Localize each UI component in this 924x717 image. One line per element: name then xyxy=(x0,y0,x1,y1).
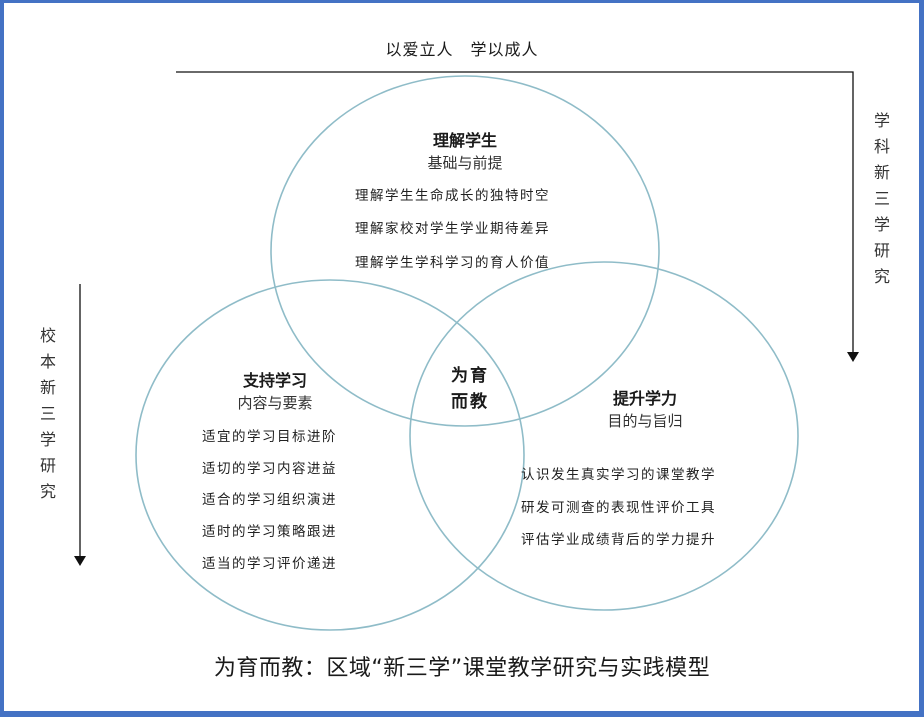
label-char: 三 xyxy=(873,189,890,208)
understand-students-subtitle: 基础与前提 xyxy=(427,154,503,172)
label-char: 研 xyxy=(39,456,56,475)
core-concept: 为育 而教 xyxy=(430,363,510,415)
label-char: 三 xyxy=(39,404,56,423)
support-learning-item: 适切的学习内容进益 xyxy=(202,461,337,477)
school-research-label: 校 本 新 三 学 研 究 xyxy=(38,323,58,505)
label-char: 究 xyxy=(39,482,56,501)
improve-ability-item: 评估学业成绩背后的学力提升 xyxy=(521,532,716,548)
label-char: 科 xyxy=(873,137,890,156)
understand-students-item: 理解学生学科学习的育人价值 xyxy=(355,255,550,271)
support-learning-item: 适宜的学习目标进阶 xyxy=(202,429,337,445)
support-learning-subtitle: 内容与要素 xyxy=(237,394,313,412)
subject-research-label: 学 科 新 三 学 研 究 xyxy=(872,108,892,290)
label-char: 学 xyxy=(873,215,890,234)
diagram-caption: 为育而教：区域“新三学”课堂教学研究与实践模型 xyxy=(213,656,711,681)
understand-students-item: 理解学生生命成长的独特时空 xyxy=(355,188,550,204)
school-research-arrow xyxy=(74,284,86,566)
support-learning-item: 适时的学习策略跟进 xyxy=(202,524,337,540)
circle-understand-students xyxy=(270,75,660,427)
support-learning-title: 支持学习 xyxy=(242,371,307,390)
label-char: 校 xyxy=(39,326,56,345)
support-learning-item: 适合的学习组织演进 xyxy=(202,492,337,508)
understand-students-title: 理解学生 xyxy=(432,131,497,150)
label-char: 学 xyxy=(39,430,56,449)
motto-heading: 以爱立人 学以成人 xyxy=(385,40,539,59)
label-char: 本 xyxy=(39,352,56,371)
label-char: 学 xyxy=(873,111,890,130)
label-char: 究 xyxy=(873,267,890,286)
improve-ability-subtitle: 目的与旨归 xyxy=(607,412,683,430)
support-learning-item: 适当的学习评价递进 xyxy=(202,556,337,572)
label-char: 新 xyxy=(873,163,890,182)
circle-improve-ability xyxy=(409,261,799,611)
improve-ability-title: 提升学力 xyxy=(612,389,677,408)
improve-ability-item: 认识发生真实学习的课堂教学 xyxy=(521,467,716,483)
label-char: 新 xyxy=(39,378,56,397)
circle-support-learning xyxy=(135,279,525,631)
label-char: 研 xyxy=(873,241,890,260)
understand-students-item: 理解家校对学生学业期待差异 xyxy=(355,221,550,237)
core-concept-line: 为育 xyxy=(451,366,489,386)
improve-ability-item: 研发可测查的表现性评价工具 xyxy=(521,500,716,516)
subject-research-arrow xyxy=(176,71,859,362)
core-concept-line: 而教 xyxy=(451,392,489,412)
